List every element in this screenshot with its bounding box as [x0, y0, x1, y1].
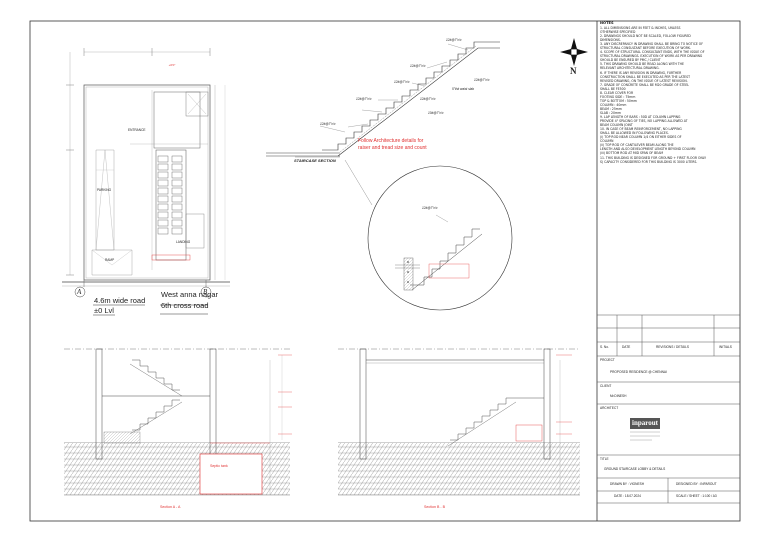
rebar-label: 12#@7"c/c [420, 97, 436, 101]
road-a-label: 4.6m wide road [94, 296, 146, 305]
revision-date-header: DATE [622, 345, 631, 349]
note-line: SHALL BE ALLOWED IN FOLLOWING PLACES. [600, 131, 669, 136]
designed-by: DESIGNED BY : INPAROUT [676, 482, 717, 486]
note-line: 10. IN CASE OF BEAM REINFORCEMENT, NO LA… [600, 127, 682, 132]
floor-plan: +0'0" [62, 48, 230, 316]
note-line: 7. GRADE OF CONCRETE SHALL BE M20 GRADE … [600, 82, 690, 87]
note-line: STRUCTURAL CONSULTANT BEFORE EXECUTION O… [600, 46, 692, 51]
staircase-section-title: STAIRCASE SECTION [294, 158, 336, 163]
north-label: N [570, 66, 577, 76]
rebar-label: 12#@7"c/c [356, 97, 372, 101]
title-block-grid [596, 314, 740, 510]
note-line: 11. THIS BUILDING IS DESIGNED FOR GROUND… [600, 155, 706, 160]
note-line: CONSTRUCTION SHALL BE EXECUTED AS PER TH… [600, 74, 690, 79]
note-line: RELEVANT ARCHITECTURAL DRAWING. [600, 66, 660, 71]
architect-label: ARCHITECT [600, 406, 619, 410]
date-field: DATE : 18.07.2024 [614, 494, 641, 498]
notes-heading: NOTES [600, 21, 614, 25]
rebar-label: 10#@7"c/c [428, 111, 444, 115]
revision-details-header: REVISIONS / DETAILS [656, 345, 690, 349]
note-line: 3. ANY DISCREPANCY IN DRAWING SHALL BE B… [600, 42, 704, 47]
note-line: BEAM COLUMN JOINT [600, 123, 633, 128]
septic-tank-label: Septic tank [210, 464, 228, 468]
note-line: 6. IF THERE IS ANY REVISION IN DRAWING, … [600, 70, 682, 75]
section-b-title: Section B - B [424, 505, 445, 509]
note-line: (iii) BOTTOM ROD AT MID SPAN OF BEAM [600, 151, 664, 156]
architecture-note-line-1: Follow Architecture details for [358, 138, 424, 144]
note-line: PROVIDE 4" SPACING OF TIES, NO LAPPING A… [600, 119, 688, 124]
north-arrow-icon [560, 38, 588, 66]
note-line: 4. SCOPE OF STRUCTURAL CONSULTANT ENDS, … [600, 50, 705, 55]
note-line: COLUMN : 40mm [600, 102, 627, 107]
note-line: 2. DRAWINGS SHOULD NOT BE SCALED, FOLLOW… [600, 34, 691, 39]
note-line: STRUCTURAL DRAWINGS. EXECUTION OF WORK A… [600, 54, 703, 59]
note-line: (ii) TOP ROD OF CANTILEVER BEAM ALONG TH… [600, 143, 674, 148]
road-a-level: ±0 Lvl [94, 306, 114, 315]
rebar-label: 12#@7"c/c [394, 80, 410, 84]
sheet-outer-border [29, 20, 741, 522]
staircase-section [266, 41, 513, 311]
note-line: LENGTH AND ALSO DEVELOPMENT LENGTH BEYON… [600, 147, 696, 152]
general-notes: NOTES 1. ALL DIMENSIONS ARE IN FEET & IN… [600, 21, 738, 164]
note-line: COLUMN [600, 139, 614, 144]
scale-field: SCALE / SHEET : 1:100 / A3 [676, 494, 717, 498]
road-b-label-1: West anna nagar [161, 290, 218, 299]
section-a-a [64, 348, 292, 496]
waist-slab-label: 5"thk waist slab [452, 87, 475, 91]
architecture-note-line-2: raiser and tread size and count [358, 145, 427, 151]
rebar-label: 12#@7"c/c [410, 64, 426, 68]
title-label: TITLE [600, 457, 609, 461]
note-line: S) CAPACITY CONSIDERED FOR THIS BUILDING… [600, 159, 698, 164]
note-line: FOOTING SIDE : 75mm [600, 94, 636, 99]
plan-label-landing: LANDING [176, 240, 191, 244]
note-line: DIMENSIONS. [600, 38, 621, 43]
revision-sno-header: S. No. [600, 345, 609, 349]
architect-logo-text: inparout [632, 419, 658, 427]
note-line: (i) TOP ROD NEAR COLUMN 1/4 ON EITHER SI… [600, 135, 682, 140]
rebar-label: 12#@7"c/c [474, 78, 490, 82]
note-line: BEAM : 25mm [600, 106, 622, 111]
client-value: Mr.DINESH [610, 394, 627, 398]
svg-text:+0'0": +0'0" [169, 63, 176, 67]
drawn-by: DRAWN BY : VIGNESH [610, 482, 645, 486]
project-value: PROPOSED RESIDENCE @ CHENNAI [610, 370, 667, 374]
note-line: 9. LAP LENGTH OF BARS : 50D AT COLUMN LA… [600, 115, 681, 120]
note-line: 8. CLEAR COVER FOR [600, 90, 634, 95]
plan-label-ramp: RAMP [105, 258, 115, 262]
note-line: SHALL BE FE500 [600, 86, 626, 91]
note-line: TOP & BOTTOM : 50mm [600, 98, 637, 103]
note-line: SHOULD BE ENSURED BY PMC / CLIENT [600, 58, 661, 63]
project-label: PROJECT [600, 358, 615, 362]
note-line: 5. THIS DRAWING SHOULD BE READ ALONG WIT… [600, 62, 684, 67]
grid-bubble-a: A [77, 288, 82, 296]
grid-bubble-b: B [203, 288, 208, 296]
detail-rebar-label: 12#@7"c/c [422, 206, 438, 210]
note-line: 1. ALL DIMENSIONS ARE IN FEET & INCHES, … [600, 26, 681, 30]
section-a-title: Section A - A [160, 505, 181, 509]
note-line: OTHERWISE SPECIFIED [600, 30, 636, 35]
section-b-b [338, 348, 580, 496]
revision-initials-header: INITIALS [719, 345, 732, 349]
rebar-label: 12#@7"c/c [320, 122, 336, 126]
architect-logo-icon [630, 418, 660, 441]
note-line: REVISED DRAWING, ON THE ISSUE OF LATEST … [600, 78, 688, 83]
title-value: GROUND STAIRCASE LOBBY & DETAILS [604, 467, 666, 471]
rebar-label: 12#@7"c/c [446, 38, 462, 42]
plan-label-entrance: ENTRANCE [128, 128, 146, 132]
road-b-label-2: 6th cross road [161, 301, 209, 310]
client-label: CLIENT [600, 384, 612, 388]
note-line: SLAB : 20mm [600, 110, 621, 115]
plan-label-parking: PARKING [97, 188, 112, 192]
